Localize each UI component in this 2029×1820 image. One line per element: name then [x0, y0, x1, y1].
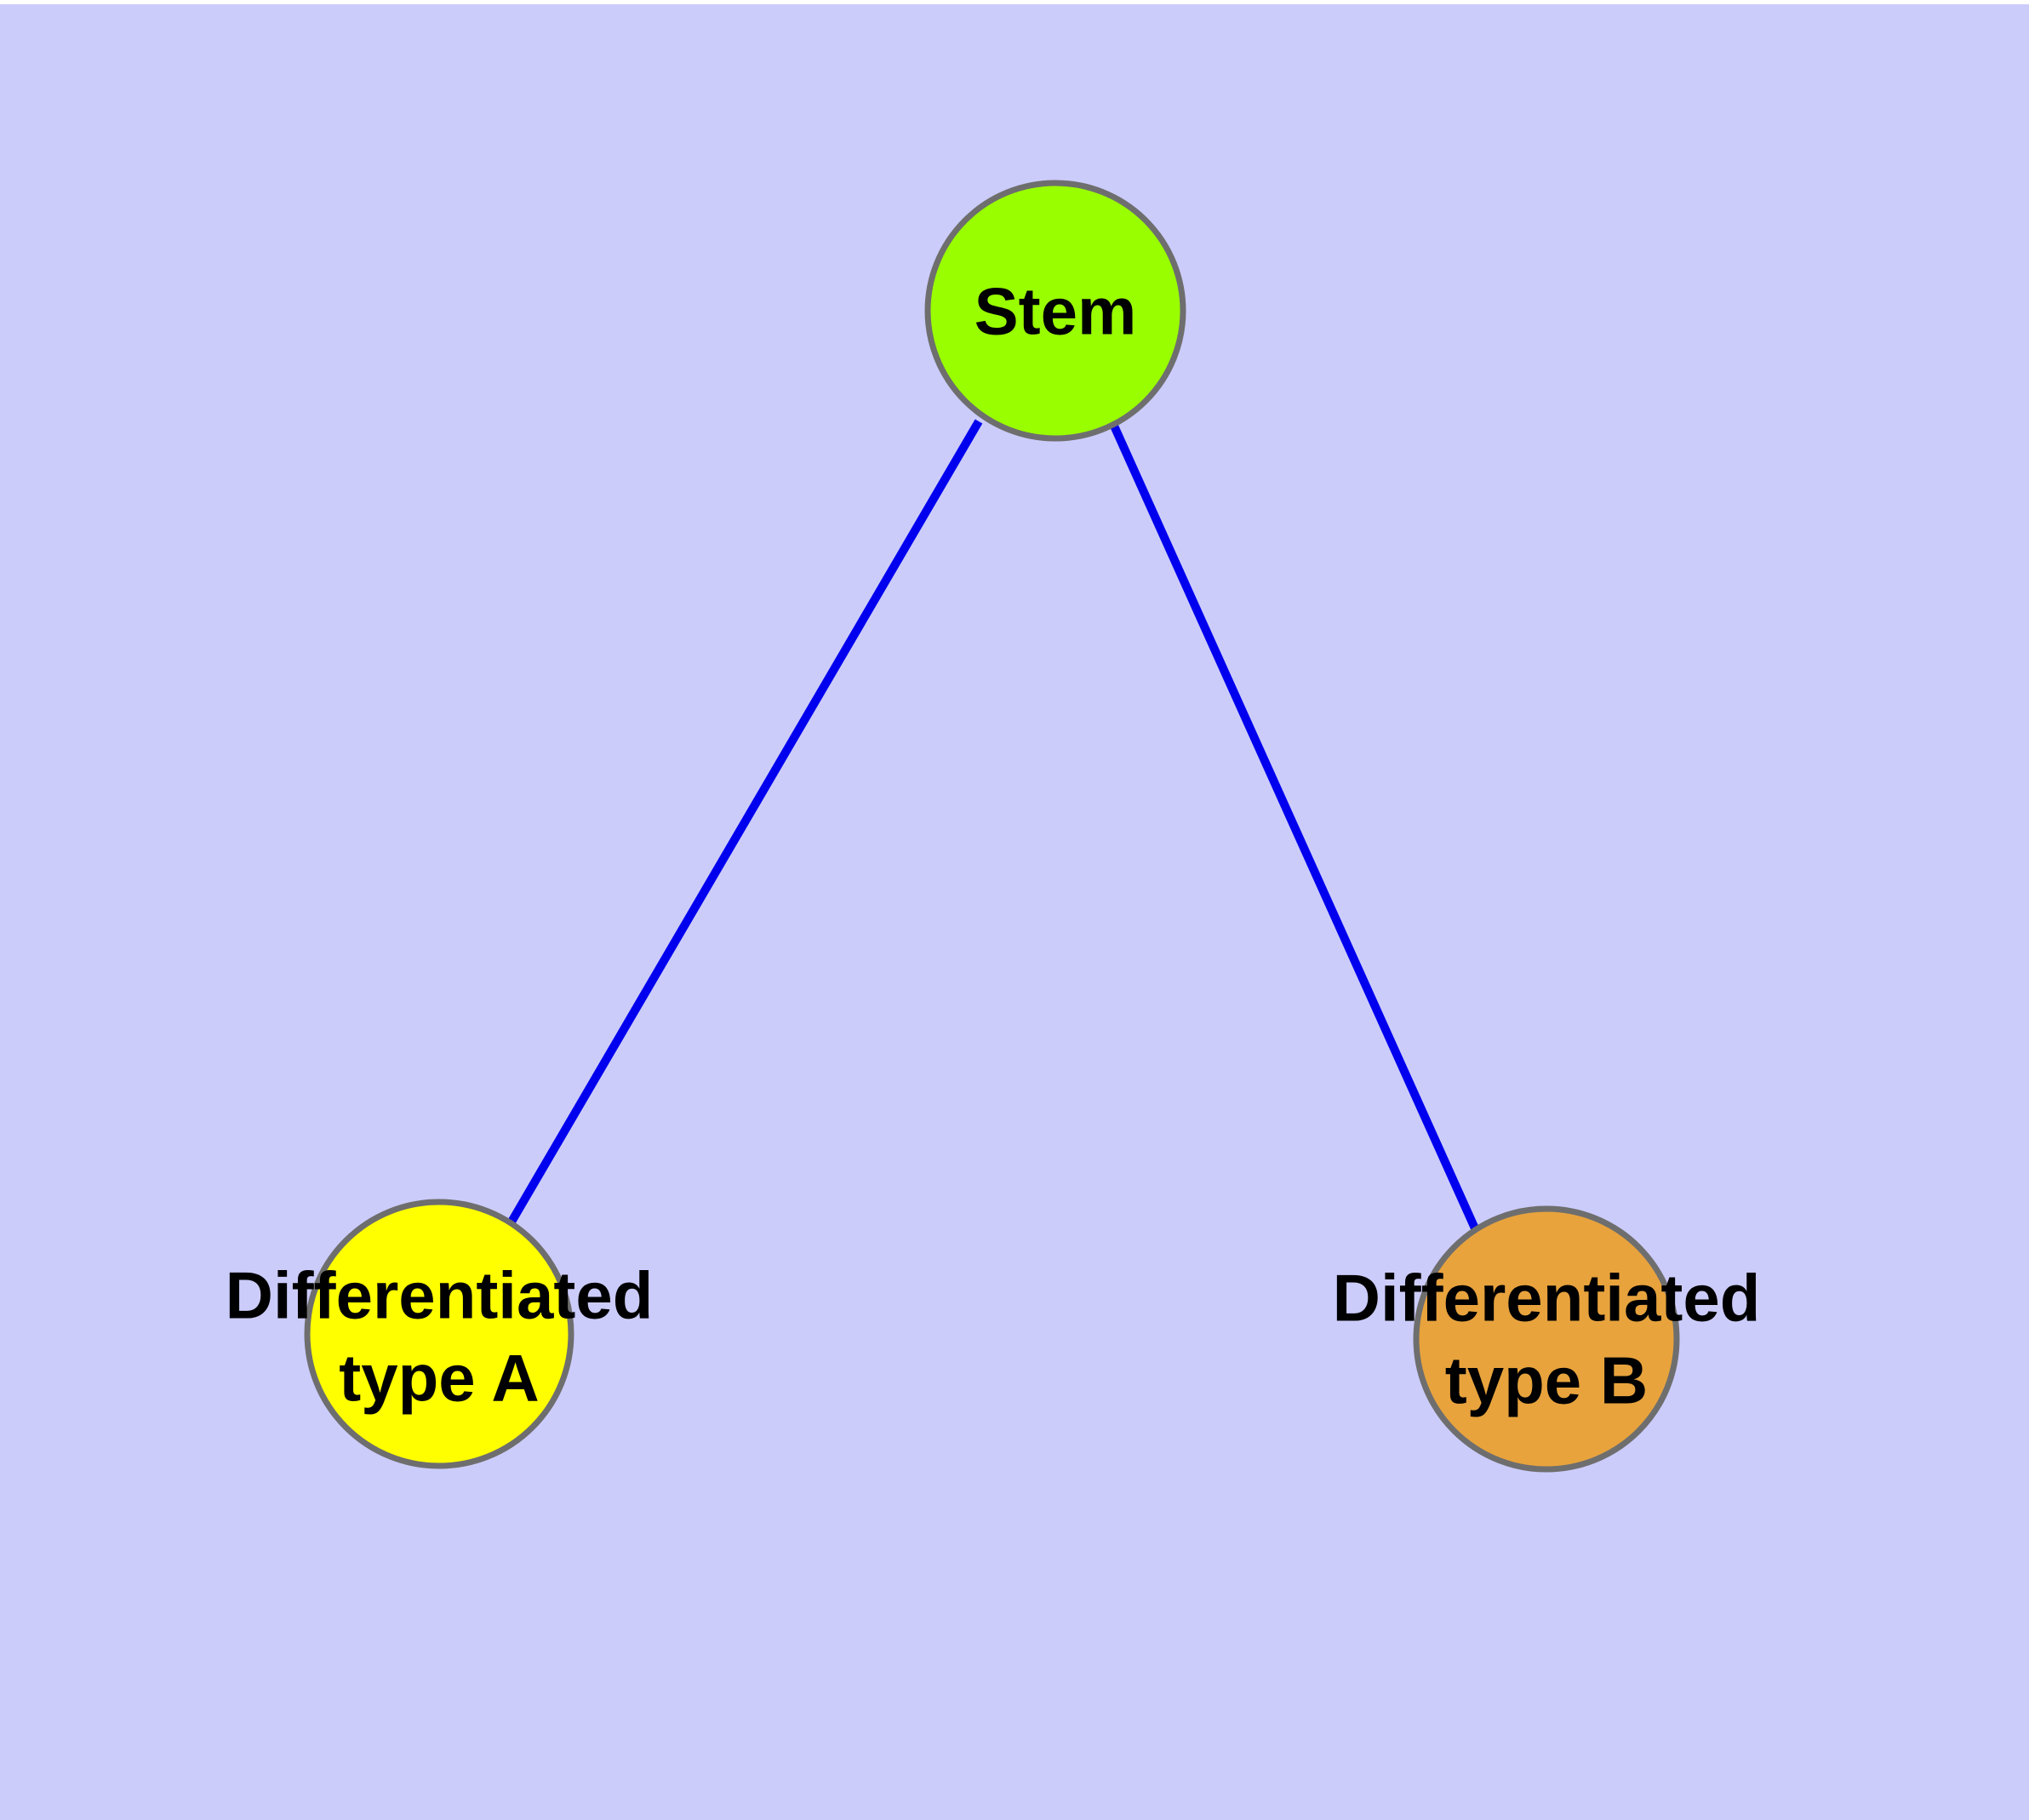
node-diff-b-circle[interactable] — [1413, 1205, 1680, 1473]
node-stem[interactable] — [924, 180, 1186, 442]
edge-stem-to-diff-b[interactable] — [1109, 421, 1479, 1231]
edge-stem-to-diff-a[interactable] — [506, 419, 983, 1226]
node-diff-b[interactable] — [1413, 1205, 1680, 1473]
edge-layer — [506, 419, 1479, 1231]
node-diff-b-label: Differentiated type B — [1333, 1261, 1761, 1418]
node-layer — [304, 180, 1680, 1473]
node-stem-circle[interactable] — [924, 180, 1186, 442]
node-diff-b-label-line1: Differentiated — [1333, 1261, 1761, 1336]
node-diff-a-label: Differentiated type A — [226, 1258, 654, 1416]
node-diff-b-label-line2: type B — [1445, 1343, 1648, 1418]
node-diff-a-circle[interactable] — [304, 1199, 574, 1469]
node-stem-label: Stem — [974, 274, 1137, 349]
node-diff-a-label-line2: type A — [339, 1341, 540, 1416]
node-diff-a-label-line1: Differentiated — [226, 1258, 654, 1333]
node-diff-a[interactable] — [304, 1199, 574, 1469]
label-layer: Stem Differentiated type A Differentiate… — [226, 274, 1761, 1418]
